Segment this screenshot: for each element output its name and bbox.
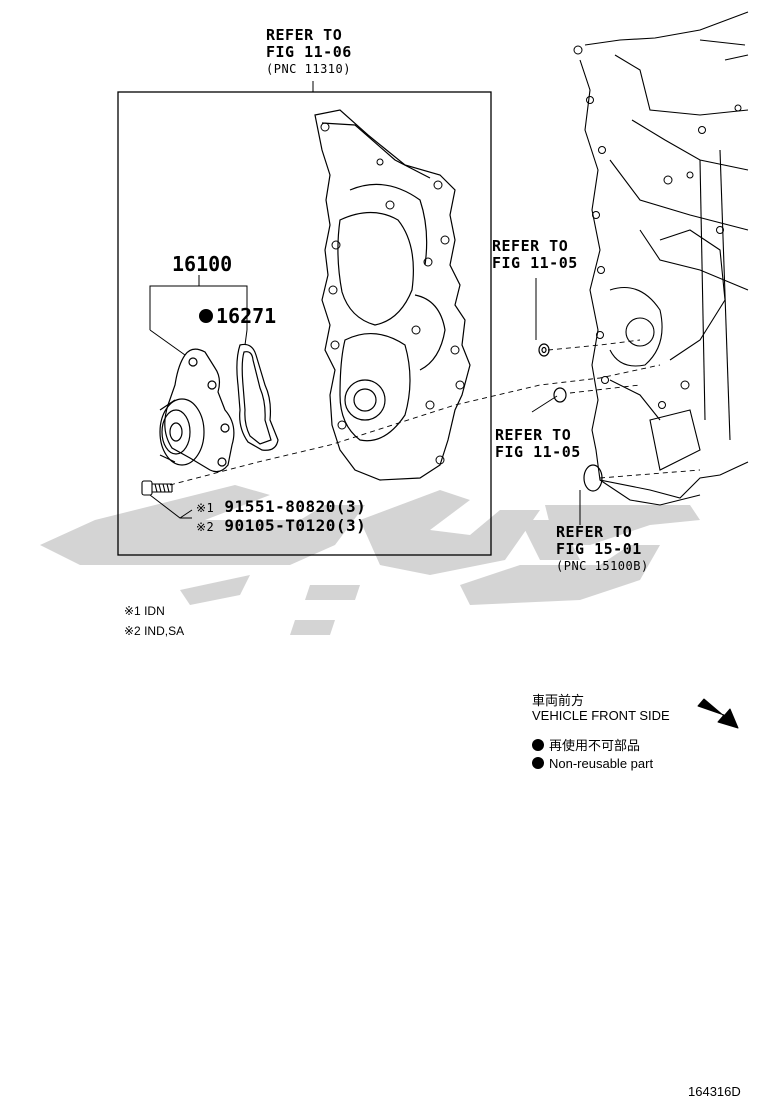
- ref-fig-11-05-upper: REFER TO FIG 11-05: [492, 238, 578, 272]
- detail-frame: [117, 91, 492, 556]
- bolt-number: 91551-80820(3): [224, 497, 367, 516]
- water-pump-gasket: [236, 343, 279, 451]
- ref-line: REFER TO: [495, 426, 572, 444]
- legend-nonreuse-en: Non-reusable part: [532, 756, 653, 771]
- ref-line: REFER TO: [266, 26, 343, 44]
- non-reusable-dot-icon: [199, 309, 213, 323]
- ref-fig-11-05-lower: REFER TO FIG 11-05: [495, 427, 581, 461]
- ref-line: FIG 11-05: [492, 254, 578, 272]
- legend-front-en: VEHICLE FRONT SIDE: [532, 708, 670, 723]
- ref-pnc: (PNC 15100B): [556, 559, 649, 573]
- part-number-gasket: 16271: [199, 304, 276, 328]
- ref-line: FIG 11-06: [266, 43, 352, 61]
- legend-text: 再使用不可部品: [549, 738, 641, 753]
- ref-pnc: (PNC 11310): [266, 62, 351, 76]
- timing-chain-cover: [314, 109, 471, 481]
- legend-nonreuse-jp: 再使用不可部品: [532, 735, 640, 754]
- bolt-callout-2: ※2 90105-T0120(3): [196, 516, 366, 535]
- legend-front-jp: 車両前方: [532, 693, 585, 708]
- ref-line: REFER TO: [492, 237, 569, 255]
- legend-dot-icon: [532, 757, 544, 769]
- ref-fig-11-06: REFER TO FIG 11-06 (PNC 11310): [266, 27, 352, 78]
- legend-dot-icon: [532, 739, 544, 751]
- bolt: [141, 480, 173, 496]
- leader-lines: [149, 275, 581, 525]
- bolt-number: 90105-T0120(3): [224, 516, 367, 535]
- legend-text: Non-reusable part: [549, 756, 654, 771]
- part-number-assembly: 16100: [172, 252, 233, 276]
- vehicle-front-arrow-icon: [697, 698, 739, 729]
- figure-id: 164316D: [688, 1084, 741, 1099]
- ref-line: FIG 15-01: [556, 540, 642, 558]
- note-idn: ※1 IDN: [124, 604, 165, 618]
- o-rings: [538, 343, 603, 492]
- bolt-mark: ※1: [196, 501, 215, 515]
- note-ind-sa: ※2 IND,SA: [124, 624, 185, 638]
- bolt-callout-1: ※1 91551-80820(3): [196, 497, 366, 516]
- engine-block: [573, 11, 749, 506]
- water-pump-assembly: [159, 348, 235, 473]
- ref-fig-15-01: REFER TO FIG 15-01 (PNC 15100B): [556, 524, 649, 575]
- watermark-logo: [40, 485, 700, 635]
- bolt-mark: ※2: [196, 520, 215, 534]
- gasket-number: 16271: [216, 304, 277, 328]
- alignment-dashes: [169, 339, 701, 486]
- ref-line: REFER TO: [556, 523, 633, 541]
- ref-line: FIG 11-05: [495, 443, 581, 461]
